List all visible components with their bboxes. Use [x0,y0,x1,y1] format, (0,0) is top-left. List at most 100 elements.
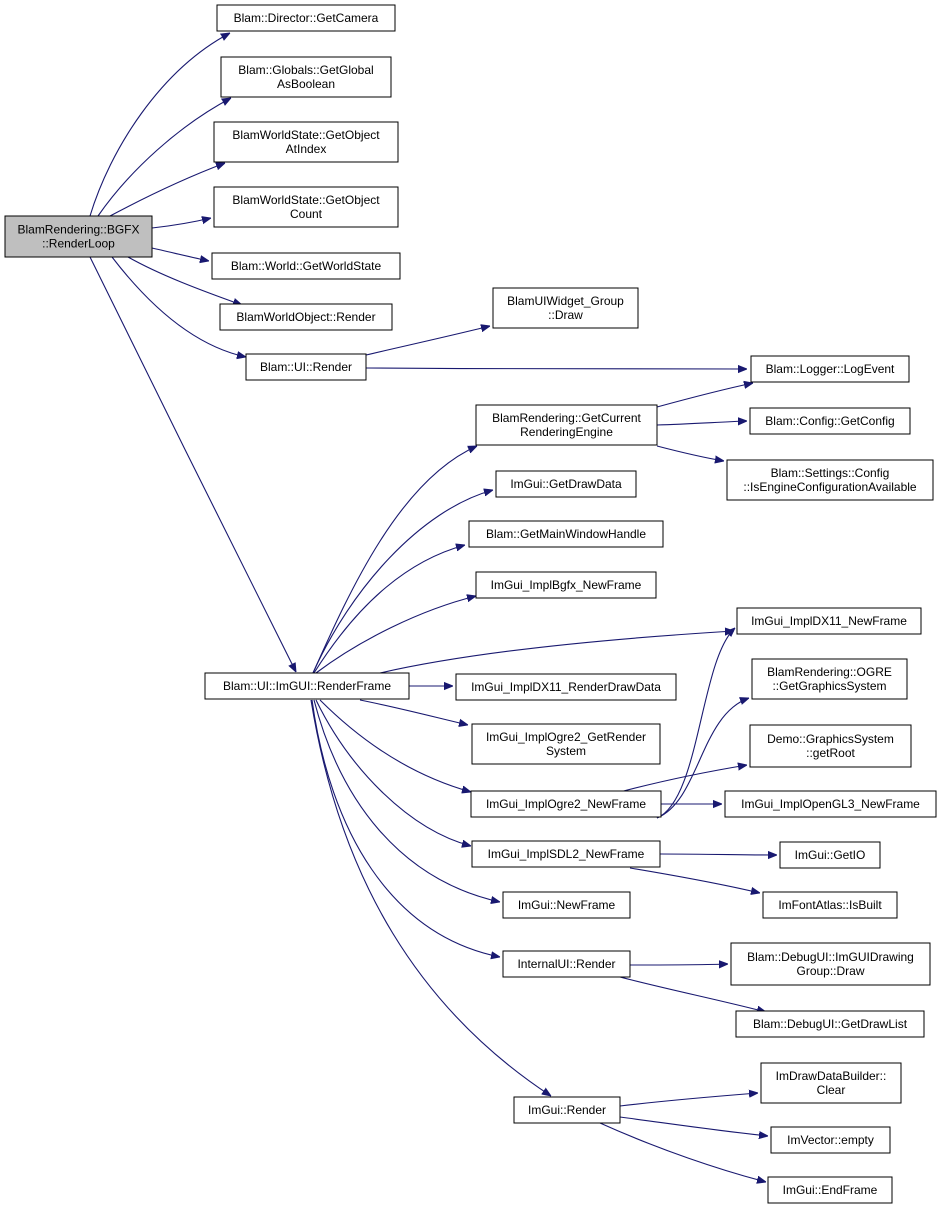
node-internaluirender[interactable]: InternalUI::Render [502,950,631,978]
call-edge [319,699,471,792]
node-getdrawlist[interactable]: Blam::DebugUI::GetDrawList [735,1010,925,1038]
node-dx11newframe[interactable]: ImGui_ImplDX11_NewFrame [736,607,922,635]
node-isbuilt[interactable]: ImFontAtlas::IsBuilt [762,891,898,919]
node-box [749,724,912,768]
call-edge [629,867,760,893]
call-edge [310,699,551,1096]
node-renderframe[interactable]: Blam::UI::ImGUI::RenderFrame [204,672,410,700]
node-box [760,1062,902,1104]
node-box [4,215,153,258]
call-edge [365,326,490,356]
node-box [468,520,664,548]
node-label: ImDrawDataBuilder:: [776,1069,887,1083]
edges [89,33,777,1182]
node-box [219,303,393,331]
call-edge [97,98,231,217]
call-edge [656,383,753,408]
node-sdl2newframe[interactable]: ImGui_ImplSDL2_NewFrame [471,840,661,868]
node-ogregraphics[interactable]: BlamRendering::OGRE::GetGraphicsSystem [751,658,908,700]
node-label: Blam::Settings::Config [771,466,890,480]
node-box [502,891,631,919]
node-getcamera[interactable]: Blam::Director::GetCamera [216,4,396,32]
node-label: Blam::Config::GetConfig [765,414,894,428]
node-label: ImFontAtlas::IsBuilt [778,898,882,912]
node-imvectorempty[interactable]: ImVector::empty [770,1126,891,1154]
node-label: ::IsEngineConfigurationAvailable [743,480,917,494]
node-label: BlamRendering::BGFX [17,223,139,237]
node-box [767,1176,893,1204]
call-edge [151,247,209,261]
node-getmainwindow[interactable]: Blam::GetMainWindowHandle [468,520,664,548]
node-box [726,459,934,501]
node-drawdatabuilderclear[interactable]: ImDrawDataBuilder::Clear [760,1062,902,1104]
node-label: ImGui::EndFrame [783,1183,878,1197]
call-edge [379,631,734,674]
node-box [736,607,922,635]
node-label: ImGui_ImplOgre2_GetRender [486,730,646,744]
node-label: ImGui::GetIO [795,848,866,862]
call-edge [656,445,724,461]
call-edge [656,628,735,819]
node-endframe[interactable]: ImGui::EndFrame [767,1176,893,1204]
node-renderloop[interactable]: BlamRendering::BGFX::RenderLoop [4,215,153,258]
node-label: Demo::GraphicsSystem [767,732,894,746]
node-label: Blam::UI::Render [260,360,352,374]
call-edge [659,854,777,855]
node-ogre2newframe[interactable]: ImGui_ImplOgre2_NewFrame [470,790,662,818]
node-label: ImGui_ImplDX11_NewFrame [751,614,907,628]
node-dx11renderdrawdata[interactable]: ImGui_ImplDX11_RenderDrawData [455,673,677,701]
node-logevent[interactable]: Blam::Logger::LogEvent [750,355,910,383]
node-label: ImGui_ImplBgfx_NewFrame [491,578,642,592]
node-box [475,404,658,446]
node-bgfxnewframe[interactable]: ImGui_ImplBgfx_NewFrame [475,571,657,599]
node-label: ::GetGraphicsSystem [772,679,886,693]
call-edge [619,765,747,793]
node-label: ::RenderLoop [42,237,115,251]
node-box [730,942,931,986]
node-label: ImGui::Render [528,1103,606,1117]
node-imguirender[interactable]: ImGui::Render [513,1096,621,1124]
node-widgetgroupdraw[interactable]: BlamUIWidget_Group::Draw [492,287,639,329]
node-getio[interactable]: ImGui::GetIO [779,841,881,869]
node-label: RenderingEngine [520,425,613,439]
call-edge [151,218,211,229]
node-isengineconfig[interactable]: Blam::Settings::Config::IsEngineConfigur… [726,459,934,501]
call-edge [315,596,476,674]
call-edge [619,976,766,1012]
node-getconfig[interactable]: Blam::Config::GetConfig [749,407,911,435]
node-label: BlamWorldState::GetObject [232,128,380,142]
node-box [213,186,399,228]
node-label: Group::Draw [796,964,864,978]
node-opengl3newframe[interactable]: ImGui_ImplOpenGL3_NewFrame [724,790,937,818]
node-getworldstate[interactable]: Blam::World::GetWorldState [211,252,401,280]
call-edge [127,256,242,305]
node-box [495,470,637,498]
node-label: System [546,744,586,758]
call-edge [599,1122,766,1182]
node-demogetroot[interactable]: Demo::GraphicsSystem::getRoot [749,724,912,768]
node-worldobjectrender[interactable]: BlamWorldObject::Render [219,303,393,331]
node-label: BlamUIWidget_Group [507,294,624,308]
node-newframe[interactable]: ImGui::NewFrame [502,891,631,919]
node-label: Count [290,207,323,221]
node-label: Blam::Logger::LogEvent [766,362,895,376]
node-label: Blam::GetMainWindowHandle [486,527,646,541]
node-label: AtIndex [286,142,327,156]
node-box [475,571,657,599]
nodes: BlamRendering::BGFX::RenderLoop Blam::Dir… [4,4,937,1204]
node-label: Blam::DebugUI::GetDrawList [753,1017,908,1031]
node-box [213,121,399,163]
node-box [220,56,392,98]
call-edge [365,368,747,369]
node-uirender[interactable]: Blam::UI::Render [245,353,367,381]
node-label: InternalUI::Render [517,957,615,971]
node-getdrawdata[interactable]: ImGui::GetDrawData [495,470,637,498]
node-box [779,841,881,869]
